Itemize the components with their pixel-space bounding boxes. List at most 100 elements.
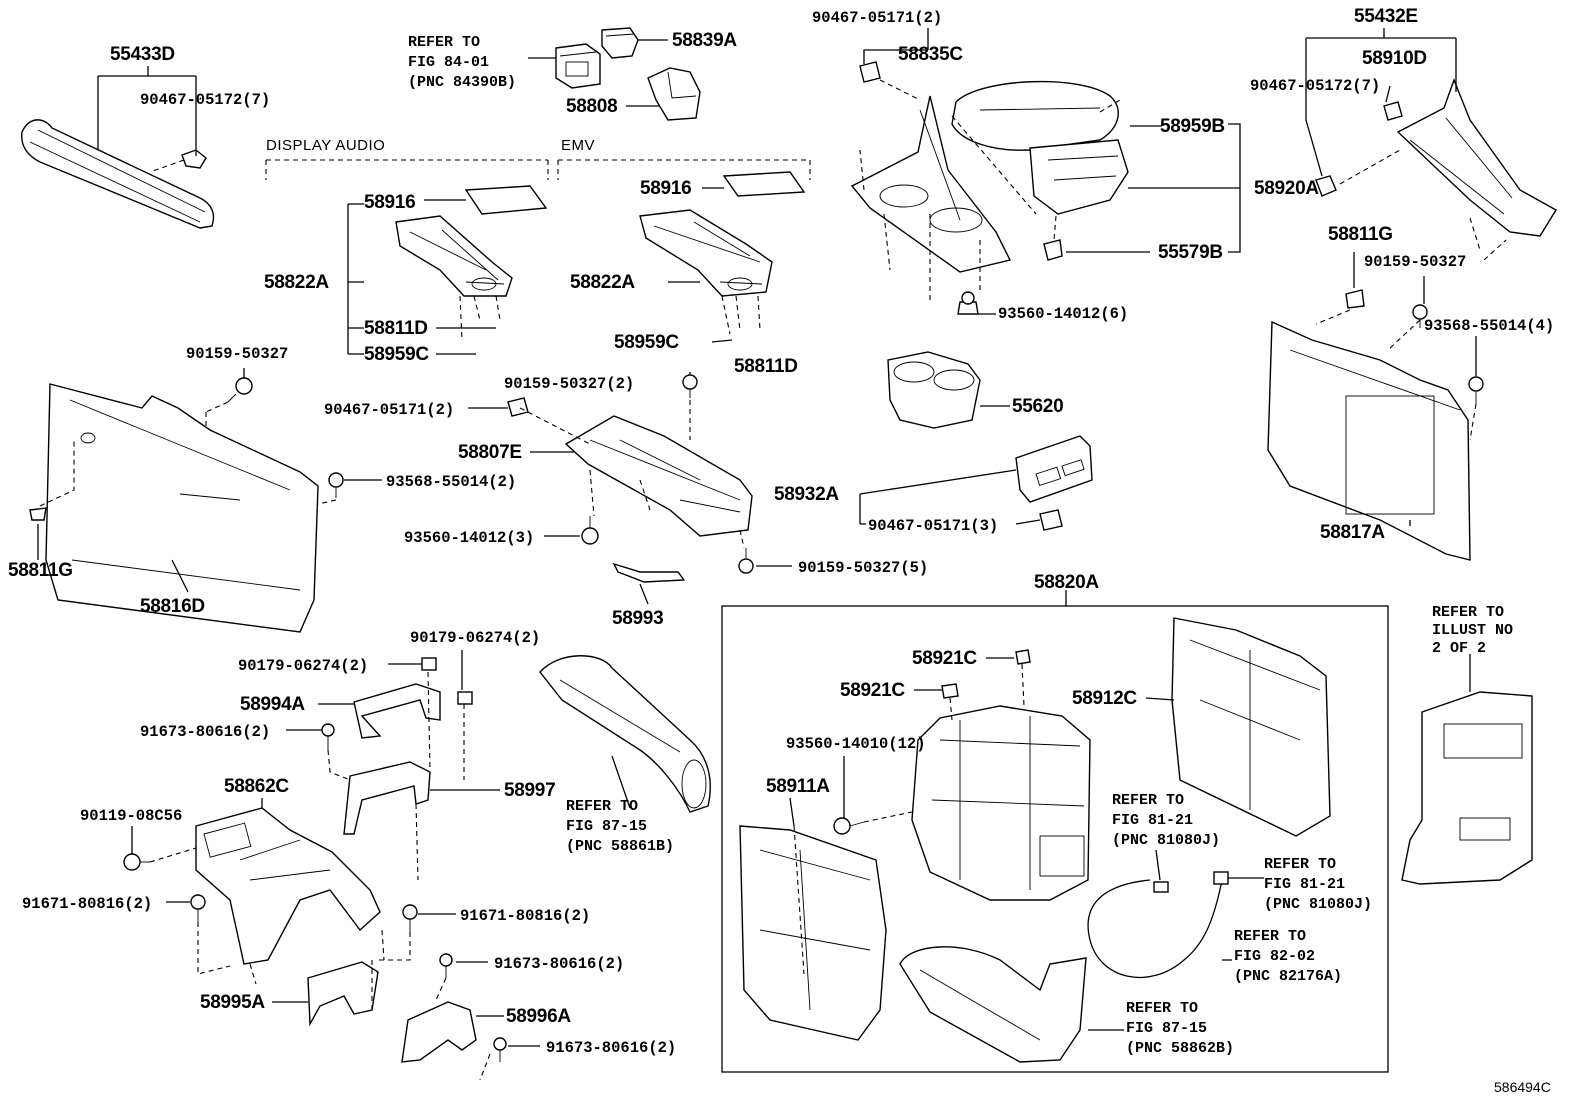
- label-58916-da: 58916: [364, 192, 415, 213]
- label-90159-50327-right: 90159-50327: [1364, 253, 1466, 271]
- switch-84390B: [555, 43, 601, 89]
- bracket-58993: [612, 562, 686, 583]
- bolt-91671-b: [402, 904, 418, 932]
- label-90467-05172-left: 90467-05172(7): [140, 91, 270, 109]
- refer-81-21-a-line1: REFER TO: [1112, 792, 1184, 809]
- label-58822A-da: 58822A: [264, 272, 329, 293]
- bolt-91671-a: [190, 894, 206, 922]
- pad-58916-emv: [722, 171, 806, 197]
- panel-58932A: [1015, 435, 1093, 503]
- side-panel-58816D: [45, 383, 319, 633]
- refer-81-21-a-line2: FIG 81-21: [1112, 812, 1193, 829]
- screw-93568-left: [328, 472, 344, 498]
- switch-58839A: [601, 27, 639, 59]
- label-93560-14012-6: 93560-14012(6): [998, 305, 1128, 323]
- label-90467-05171-top: 90467-05171(2): [812, 9, 942, 27]
- refer-82-02-line3: (PNC 82176A): [1234, 968, 1342, 985]
- refer-87-15-b-line3: (PNC 58862B): [1126, 1040, 1234, 1057]
- label-58820A: 58820A: [1034, 572, 1099, 593]
- screw-93560-mid: [581, 516, 599, 545]
- refer-illust-line1: REFER TO: [1432, 604, 1504, 621]
- trim-strip-55433D: [21, 119, 215, 229]
- label-58959B: 58959B: [1160, 116, 1225, 137]
- screw-90159-left: [227, 377, 253, 403]
- label-90119-08C56: 90119-08C56: [80, 807, 182, 825]
- label-90159-50327-left: 90159-50327: [186, 345, 288, 363]
- label-58920A: 58920A: [1254, 178, 1319, 199]
- refer-87-15-a-line3: (PNC 58861B): [566, 838, 674, 855]
- clip-90467-mid: [507, 397, 529, 417]
- refer-81-21-a-line3: (PNC 81080J): [1112, 832, 1220, 849]
- panel-58835C: [850, 95, 1012, 273]
- label-55579B: 55579B: [1158, 242, 1223, 263]
- rear-console-illust: [1401, 691, 1533, 885]
- panel-58912C: [1171, 617, 1331, 837]
- label-58811G-right: 58811G: [1328, 224, 1393, 245]
- cover-58862B: [899, 946, 1087, 1063]
- frame-58921C: [911, 705, 1091, 901]
- refer-87-15-b-line2: FIG 87-15: [1126, 1020, 1207, 1037]
- refer-84-01-line2: FIG 84-01: [408, 54, 489, 71]
- cupholder-55620: [887, 351, 981, 429]
- bracket-58994A: [353, 683, 441, 739]
- bracket-58995A: [307, 961, 379, 1027]
- refer-84-01-line1: REFER TO: [408, 34, 480, 51]
- clip-58921C-a: [1015, 649, 1031, 665]
- label-55433D: 55433D: [110, 44, 175, 65]
- label-58932A: 58932A: [774, 484, 839, 505]
- label-58862C: 58862C: [224, 776, 289, 797]
- screw-93568-right: [1468, 376, 1484, 404]
- label-58811D-da: 58811D: [364, 318, 428, 339]
- bolt-90119: [123, 853, 150, 871]
- trim-55432E: [1383, 78, 1557, 237]
- clip-90467-top: [859, 61, 881, 83]
- label-58997: 58997: [504, 780, 555, 801]
- duct-58861B: [539, 655, 711, 813]
- refer-87-15-a-line1: REFER TO: [566, 798, 638, 815]
- side-panel-58817A: [1267, 320, 1471, 561]
- refer-81-21-b-line2: FIG 81-21: [1264, 876, 1345, 893]
- label-58993: 58993: [612, 608, 663, 629]
- label-91673-80616-a: 91673-80616(2): [140, 723, 270, 741]
- label-90159-50327-5: 90159-50327(5): [798, 559, 928, 577]
- clip-58811G-right: [1345, 289, 1365, 309]
- label-55432E: 55432E: [1354, 6, 1418, 27]
- bolt-91673-c: [493, 1037, 507, 1062]
- harness-81080J: [1087, 871, 1229, 979]
- refer-illust-line3: 2 OF 2: [1432, 640, 1486, 657]
- label-91673-80616-b: 91673-80616(2): [494, 955, 624, 973]
- label-91673-80616-c: 91673-80616(2): [546, 1039, 676, 1057]
- label-91671-80816-b: 91671-80816(2): [460, 907, 590, 925]
- refer-84-01-line3: (PNC 84390B): [408, 74, 516, 91]
- refer-illust-line2: ILLUST NO: [1432, 622, 1513, 639]
- refer-81-21-b-line3: (PNC 81080J): [1264, 896, 1372, 913]
- refer-87-15-b-line1: REFER TO: [1126, 1000, 1198, 1017]
- bolt-91673-b: [439, 953, 453, 978]
- screw-90159-mid: [682, 374, 698, 398]
- clip-58811G-left: [29, 507, 47, 521]
- tray-58822A-da: [395, 215, 513, 297]
- bracket-58997: [343, 761, 431, 835]
- label-93568-55014-4: 93568-55014(4): [1424, 317, 1554, 335]
- label-58822A-emv: 58822A: [570, 272, 635, 293]
- clip-90467-lower: [1039, 509, 1063, 531]
- label-58996A: 58996A: [506, 1006, 571, 1027]
- label-58835C: 58835C: [898, 44, 963, 65]
- label-90179-06274-b: 90179-06274(2): [410, 629, 540, 647]
- label-58959C-emv: 58959C: [614, 332, 679, 353]
- label-58910D: 58910D: [1362, 48, 1427, 69]
- label-58921C-a: 58921C: [912, 648, 977, 669]
- screw-93560-top: [957, 291, 979, 315]
- bracket-58996A: [401, 1001, 477, 1063]
- header-display-audio: DISPLAY AUDIO: [266, 137, 385, 154]
- nut-90179-a: [421, 657, 437, 671]
- label-93560-14012-3: 93560-14012(3): [404, 529, 534, 547]
- screw-90159-lower: [738, 548, 754, 574]
- label-58916-emv: 58916: [640, 178, 691, 199]
- label-58807E: 58807E: [458, 442, 522, 463]
- label-58839A: 58839A: [672, 30, 737, 51]
- label-93568-55014-2: 93568-55014(2): [386, 473, 516, 491]
- label-90179-06274-a: 90179-06274(2): [238, 657, 368, 675]
- refer-82-02-line2: FIG 82-02: [1234, 948, 1315, 965]
